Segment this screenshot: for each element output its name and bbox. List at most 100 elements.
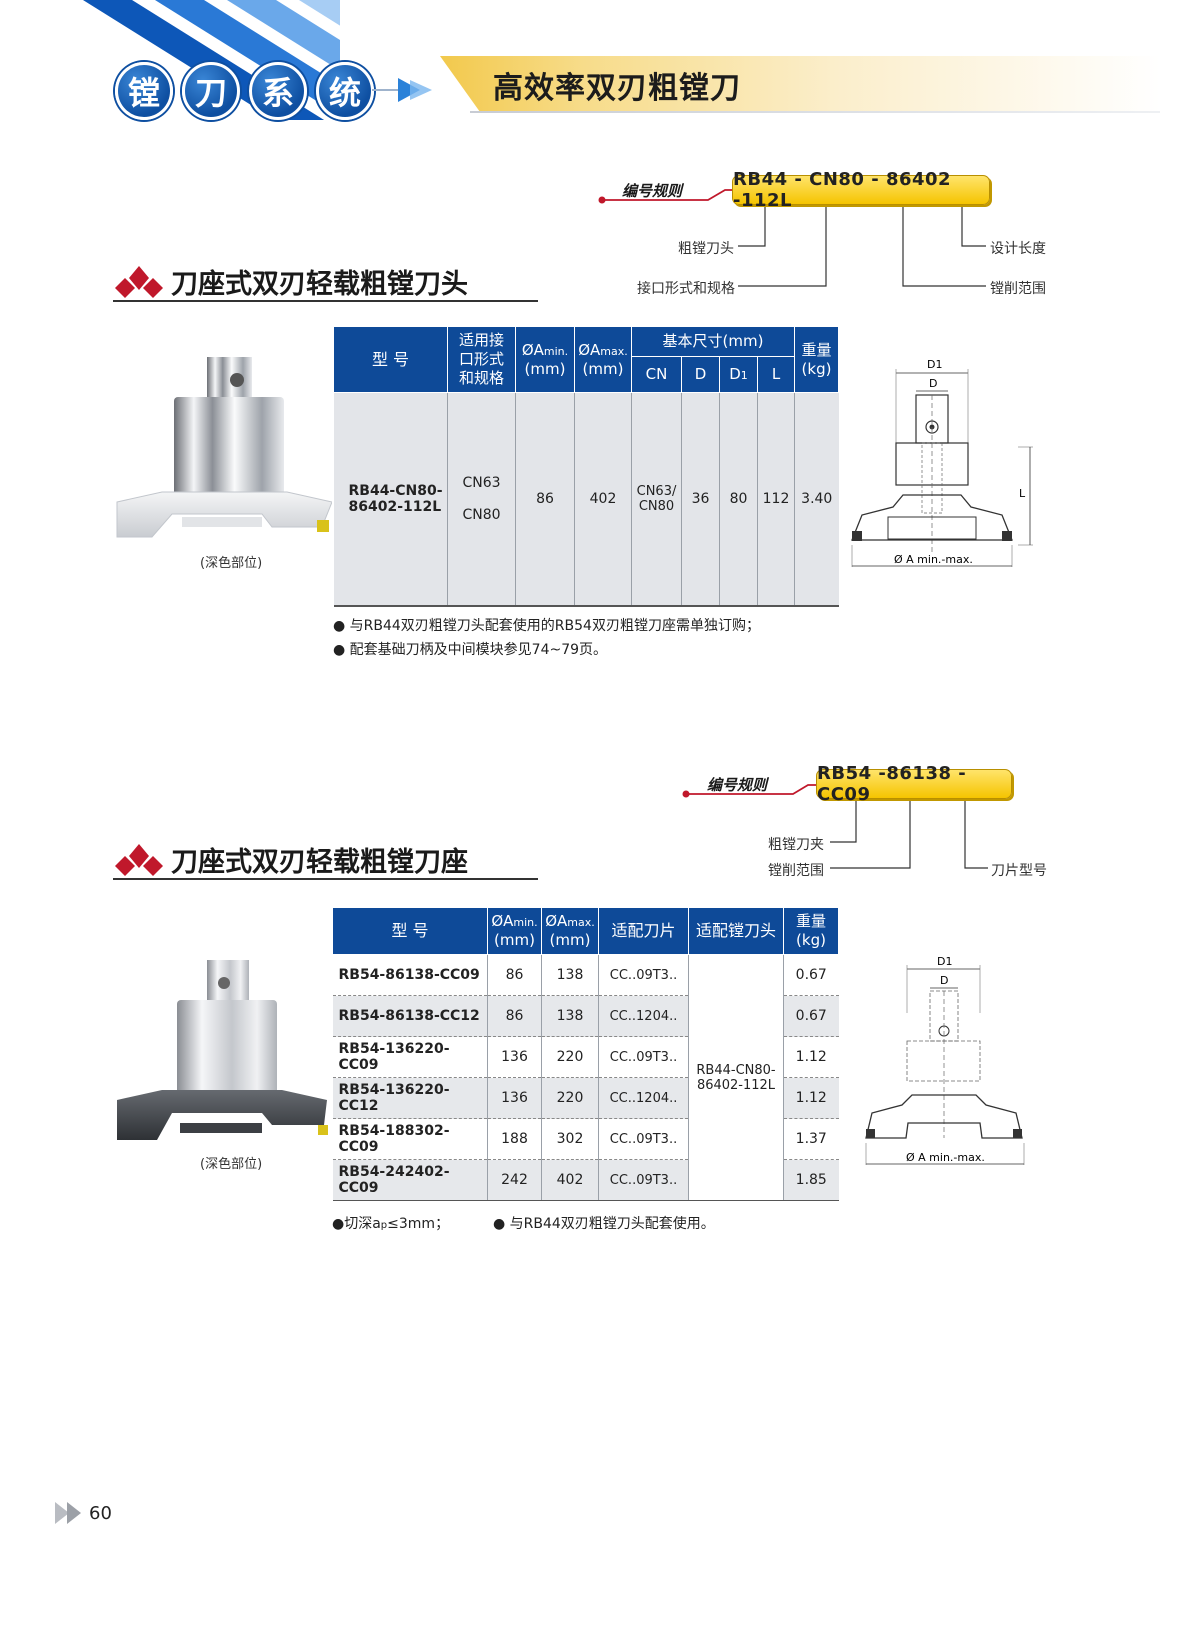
spec-table-boring-head: 型 号 适用接口形式和规格 ØAmin. (mm) ØAmax. (mm) 基本… bbox=[333, 326, 839, 607]
table-row: RB54-136220-CC09 136 220 CC..09T3.. 1.12 bbox=[332, 1036, 839, 1078]
cell-amax: 220 bbox=[541, 1036, 599, 1078]
code-rule-example: RB54 -86138 -CC09 bbox=[816, 763, 1012, 805]
header-badge: 刀 bbox=[182, 62, 240, 120]
spec-table-boring-holder: 型 号 ØAmin. (mm) ØAmax. (mm) 适配刀片 适配镗刀头 重… bbox=[332, 907, 839, 1201]
col-header-l: L bbox=[757, 356, 795, 393]
col-header-model: 型 号 bbox=[332, 907, 488, 955]
cell-amax: 402 bbox=[574, 392, 632, 607]
code-rule-annotation: 镗削范围 bbox=[990, 281, 1046, 297]
product-photo-boring-holder bbox=[117, 960, 328, 1140]
section-title-underline bbox=[113, 878, 538, 880]
col-header-d: D bbox=[681, 356, 720, 393]
page-number: 60 bbox=[55, 1502, 112, 1524]
note-cut-depth: ●切深ap≤3mm； bbox=[332, 1213, 449, 1233]
product-photo-boring-head bbox=[116, 357, 332, 538]
code-rule-annotation: 刀片型号 bbox=[991, 863, 1047, 879]
header-title-underline bbox=[470, 111, 1160, 113]
header-badge: 统 bbox=[316, 62, 374, 120]
drawing-label-l: L bbox=[1019, 487, 1026, 500]
table-row: RB54-242402-CC09 242 402 CC..09T3.. 1.85 bbox=[332, 1159, 839, 1201]
header-category-badges: 镗 刀 系 统 bbox=[115, 62, 374, 120]
table-row: RB54-188302-CC09 188 302 CC..09T3.. 1.37 bbox=[332, 1118, 839, 1160]
col-header-interface: 适用接口形式和规格 bbox=[447, 326, 516, 393]
cell-amin: 86 bbox=[487, 995, 542, 1037]
cell-amin: 136 bbox=[487, 1077, 542, 1119]
section-title-text: 刀座式双刃轻载粗镗刀座 bbox=[171, 847, 468, 878]
code-rule-label: 编号规则 bbox=[707, 776, 768, 794]
cell-model: RB54-136220-CC12 bbox=[332, 1077, 488, 1119]
cell-model: RB54-86138-CC09 bbox=[332, 954, 488, 996]
col-header-cn: CN bbox=[631, 356, 682, 393]
col-header-weight: 重量 (kg) bbox=[794, 326, 839, 393]
code-rule-label: 编号规则 bbox=[622, 182, 683, 200]
cell-weight: 1.37 bbox=[783, 1118, 839, 1160]
header-arrow-icon bbox=[372, 78, 432, 102]
cell-d1: 80 bbox=[719, 392, 758, 607]
cell-amax: 402 bbox=[541, 1159, 599, 1201]
cell-amin: 188 bbox=[487, 1118, 542, 1160]
code-rule-annotation: 粗镗刀夹 bbox=[768, 837, 824, 853]
drawing-label-d1: D1 bbox=[927, 358, 942, 371]
page-title: 高效率双刃粗镗刀 bbox=[493, 71, 741, 106]
code-rule-annotation: 镗削范围 bbox=[768, 863, 824, 879]
col-header-amax: ØAmax. (mm) bbox=[541, 907, 599, 955]
cell-boring-head: RB44-CN80-86402-112L bbox=[688, 954, 784, 1201]
col-header-model: 型 号 bbox=[333, 326, 448, 393]
code-rule-example: RB44 - CN80 - 86402 -112L bbox=[732, 169, 990, 211]
cell-weight: 1.12 bbox=[783, 1036, 839, 1078]
cell-insert: CC..1204.. bbox=[598, 1077, 689, 1119]
section-diamond-icon bbox=[115, 266, 163, 298]
cell-d: 36 bbox=[681, 392, 720, 607]
col-header-boring-head: 适配镗刀头 bbox=[688, 907, 784, 955]
col-header-amin: ØAmin. (mm) bbox=[487, 907, 542, 955]
cell-l: 112 bbox=[757, 392, 795, 607]
drawing-label-d: D bbox=[940, 974, 948, 987]
col-header-insert: 适配刀片 bbox=[598, 907, 689, 955]
cell-amax: 220 bbox=[541, 1077, 599, 1119]
drawing-label-d: D bbox=[929, 377, 937, 390]
table-row: RB54-86138-CC09 86 138 CC..09T3.. RB44-C… bbox=[332, 954, 839, 1201]
cell-amin: 86 bbox=[515, 392, 575, 607]
cell-amin: 136 bbox=[487, 1036, 542, 1078]
cell-amax: 138 bbox=[541, 954, 599, 996]
note-text: ●切深a bbox=[332, 1216, 381, 1232]
col-header-basic-dimensions: 基本尺寸(mm) bbox=[631, 326, 795, 357]
drawing-label-a-range: Ø A min.-max. bbox=[894, 553, 973, 566]
note: ● 与RB44双刃粗镗刀头配套使用。 bbox=[493, 1216, 715, 1232]
header-title-bar bbox=[440, 56, 1160, 112]
table-row: RB54-86138-CC12 86 138 CC..1204.. 0.67 bbox=[332, 995, 839, 1037]
col-header-d1: D1 bbox=[719, 356, 758, 393]
cell-weight: 0.67 bbox=[783, 954, 839, 996]
photo-caption: (深色部位) bbox=[200, 556, 263, 571]
col-header-weight: 重量 (kg) bbox=[783, 907, 839, 955]
note-subscript: p bbox=[380, 1220, 388, 1231]
col-header-amin: ØAmin. (mm) bbox=[515, 326, 575, 393]
cell-model: RB54-136220-CC09 bbox=[332, 1036, 488, 1078]
double-arrow-icon bbox=[55, 1502, 81, 1524]
section-diamond-icon bbox=[115, 844, 163, 876]
header-badge: 镗 bbox=[115, 62, 173, 120]
cell-insert: CC..1204.. bbox=[598, 995, 689, 1037]
page-number-text: 60 bbox=[89, 1502, 112, 1524]
code-rule-annotation: 设计长度 bbox=[990, 241, 1046, 257]
technical-drawing-boring-head: D1 D L Ø A min.-max. bbox=[851, 358, 1033, 567]
cell-insert: CC..09T3.. bbox=[598, 1118, 689, 1160]
drawing-label-a-range: Ø A min.-max. bbox=[906, 1151, 985, 1164]
col-header-amax: ØAmax. (mm) bbox=[574, 326, 632, 393]
cell-amax: 302 bbox=[541, 1118, 599, 1160]
cell-amin: 86 bbox=[487, 954, 542, 996]
cell-weight: 3.40 bbox=[794, 392, 839, 607]
photo-caption: (深色部位) bbox=[200, 1157, 263, 1172]
code-rule-annotation: 接口形式和规格 bbox=[637, 281, 735, 297]
cell-model: RB44-CN80-86402-112L bbox=[333, 392, 448, 607]
technical-drawing-boring-holder: D1 D Ø A min.-max. bbox=[865, 955, 1025, 1165]
cell-amin: 242 bbox=[487, 1159, 542, 1201]
note: ● 与RB44双刃粗镗刀头配套使用的RB54双刃粗镗刀座需单独订购； bbox=[333, 618, 760, 634]
cell-insert: CC..09T3.. bbox=[598, 954, 689, 996]
section-title-underline bbox=[113, 300, 538, 302]
cell-cn: CN63/CN80 bbox=[631, 392, 682, 607]
cell-model: RB54-188302-CC09 bbox=[332, 1118, 488, 1160]
cell-model: RB54-242402-CC09 bbox=[332, 1159, 488, 1201]
